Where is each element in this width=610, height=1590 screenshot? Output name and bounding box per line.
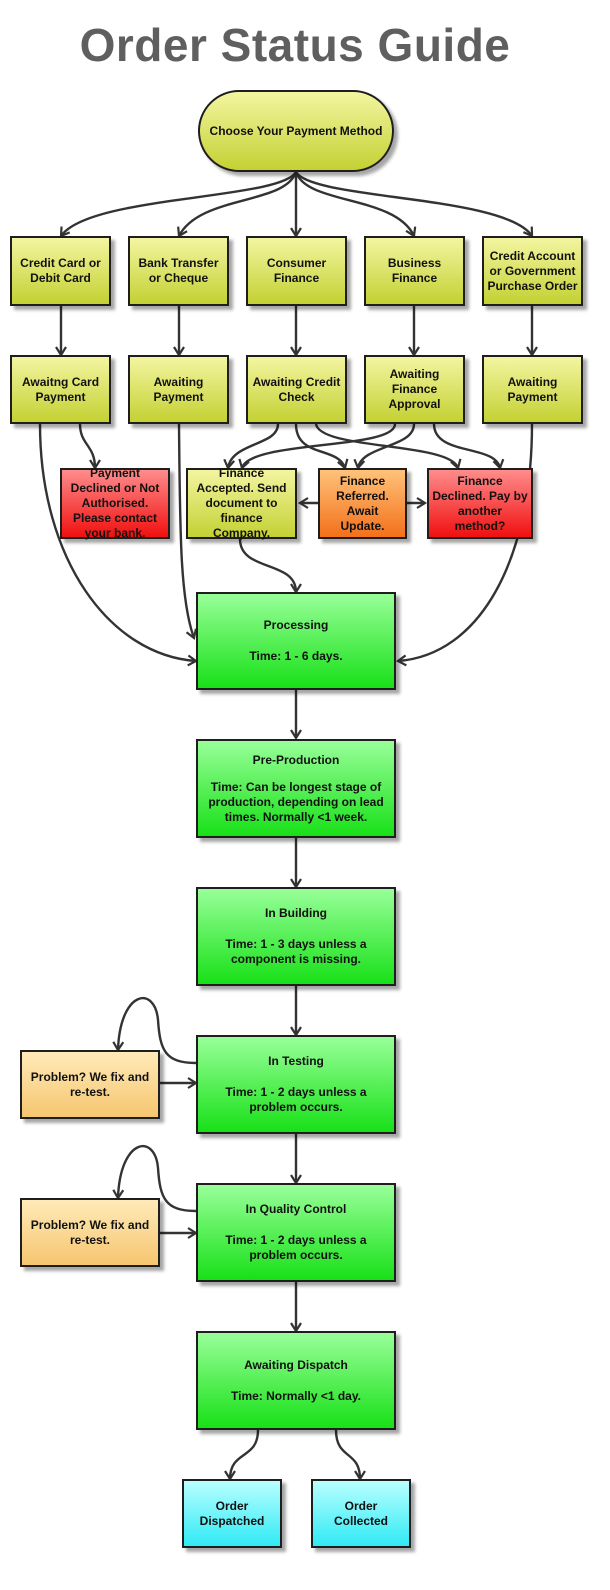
- arrow-bank-processing: [177, 423, 198, 640]
- stage-time: Time: 1 - 3 days unless a component is m…: [225, 937, 367, 966]
- method-credit-card: Credit Card or Debit Card: [10, 236, 111, 306]
- outcome-label: Payment Declined or Not Authorised. Plea…: [70, 466, 160, 540]
- method-label: Consumer Finance: [266, 256, 327, 285]
- stage-processing: Processing Time: 1 - 6 days.: [196, 592, 396, 690]
- start-label: Choose Your Payment Method: [209, 123, 383, 138]
- stage-time: Time: 1 - 2 days unless a problem occurs…: [225, 1085, 367, 1114]
- stage-title: In Quality Control: [245, 1202, 347, 1216]
- arrow-start-card: [59, 171, 298, 238]
- stage-title: Awaiting Dispatch: [244, 1357, 348, 1372]
- arrow-consumer-accepted: [223, 423, 280, 471]
- awaiting-credit-check: Awaiting Credit Check: [246, 355, 347, 424]
- awaiting-label: Awaiting Payment: [153, 374, 204, 404]
- stage-title: Processing: [263, 618, 329, 632]
- arrow-start-bank: [177, 171, 298, 238]
- awaiting-label: Awaiting Credit Check: [252, 374, 341, 404]
- arrow-qc-problem2: [112, 1144, 197, 1213]
- arrow-card-processing: [38, 423, 199, 667]
- order-collected-node: Order Collected: [311, 1479, 411, 1548]
- arrow-business-accepted: [238, 423, 397, 470]
- arrow-business-declined: [432, 423, 505, 471]
- final-label: Order Dispatched: [199, 1498, 265, 1528]
- stage-time: Time: 1 - 6 days.: [249, 649, 343, 663]
- order-dispatched-node: Order Dispatched: [182, 1479, 282, 1548]
- method-label: Credit Card or Debit Card: [20, 256, 101, 285]
- arrow-card-declined: [78, 423, 101, 471]
- awaiting-label: Awaitng Card Payment: [21, 374, 100, 404]
- stage-title: In Testing: [268, 1054, 324, 1068]
- outcome-label: Finance Declined. Pay by another method?: [432, 473, 528, 533]
- stage-title: In Building: [265, 906, 327, 920]
- method-label: Credit Account or Government Purchase Or…: [487, 248, 578, 293]
- arrow-consumer-referred: [294, 423, 349, 470]
- arrow-dispatch-dispatched: [224, 1429, 260, 1482]
- method-consumer-finance: Consumer Finance: [246, 236, 347, 306]
- awaiting-finance-approval: Awaiting Finance Approval: [364, 355, 465, 424]
- arrow-testing-problem1: [112, 996, 197, 1065]
- awaiting-label: Awaiting Payment: [507, 374, 558, 404]
- stage-time: Time: 1 - 2 days unless a problem occurs…: [225, 1233, 367, 1262]
- method-credit-account: Credit Account or Government Purchase Or…: [482, 236, 583, 306]
- method-label: Business Finance: [387, 256, 442, 285]
- stage-title: Pre-Production: [252, 752, 340, 767]
- method-bank-transfer: Bank Transfer or Cheque: [128, 236, 229, 306]
- stage-awaiting-dispatch: Awaiting Dispatch Time: Normally <1 day.: [196, 1331, 396, 1430]
- arrow-start-credit: [294, 171, 534, 238]
- outcome-label: Finance Referred. Await Update.: [336, 473, 389, 533]
- stage-in-testing: In Testing Time: 1 - 2 days unless a pro…: [196, 1035, 396, 1134]
- method-business-finance: Business Finance: [364, 236, 465, 306]
- awaiting-card-payment: Awaitng Card Payment: [10, 355, 111, 424]
- arrow-business-referred: [353, 423, 416, 471]
- finance-declined-node: Finance Declined. Pay by another method?: [427, 468, 533, 539]
- stage-in-quality-control: In Quality Control Time: 1 - 2 days unle…: [196, 1183, 396, 1282]
- method-label: Bank Transfer or Cheque: [138, 256, 219, 285]
- arrow-dispatch-collected: [334, 1429, 366, 1482]
- problem-testing-node: Problem? We fix and re-test.: [20, 1050, 160, 1119]
- payment-declined-node: Payment Declined or Not Authorised. Plea…: [60, 466, 170, 540]
- stage-pre-production: Pre-Production Time: Can be longest stag…: [196, 739, 396, 838]
- stage-time: Time: Can be longest stage of production…: [208, 779, 384, 824]
- awaiting-payment-credit: Awaiting Payment: [482, 355, 583, 424]
- awaiting-label: Awaiting Finance Approval: [388, 367, 441, 411]
- finance-referred-node: Finance Referred. Await Update.: [318, 468, 407, 539]
- arrow-credit-processing: [395, 423, 534, 667]
- outcome-label: Finance Accepted. Send document to finan…: [196, 466, 287, 540]
- stage-in-building: In Building Time: 1 - 3 days unless a co…: [196, 887, 396, 986]
- awaiting-payment-bank: Awaiting Payment: [128, 355, 229, 424]
- arrow-start-business: [294, 171, 417, 238]
- diagram-title: Order Status Guide: [79, 19, 511, 71]
- start-node: Choose Your Payment Method: [198, 90, 394, 172]
- final-label: Order Collected: [333, 1498, 388, 1528]
- problem-label: Problem? We fix and re-test.: [30, 1217, 150, 1247]
- finance-accepted-node: Finance Accepted. Send document to finan…: [186, 466, 297, 540]
- stage-time: Time: Normally <1 day.: [231, 1388, 361, 1403]
- arrow-accepted-processing: [238, 538, 302, 595]
- problem-label: Problem? We fix and re-test.: [30, 1069, 150, 1099]
- problem-qc-node: Problem? We fix and re-test.: [20, 1198, 160, 1267]
